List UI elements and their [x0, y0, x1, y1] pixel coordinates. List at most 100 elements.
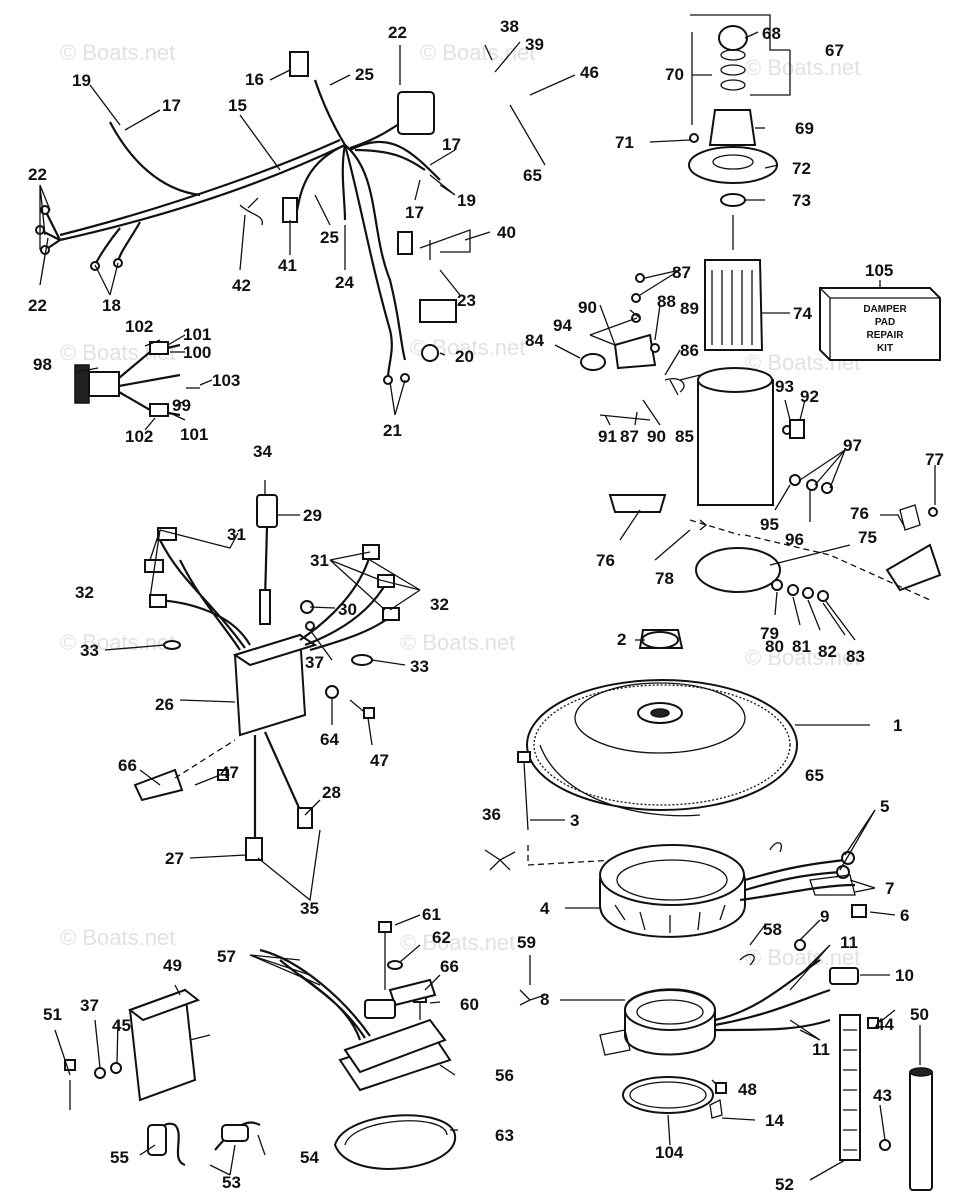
terminal-block	[839, 1014, 933, 1191]
watermark: © Boats.net	[60, 40, 175, 65]
callout-label: 94	[553, 316, 572, 335]
callout-label: 44	[875, 1015, 894, 1034]
callout-label: 105	[865, 261, 893, 280]
callout-label: 27	[165, 849, 184, 868]
callout-label: 22	[28, 296, 47, 315]
callout-label: 16	[245, 70, 264, 89]
callout-label: 93	[775, 377, 794, 396]
callout-label: 92	[800, 387, 819, 406]
timer-base-assembly	[519, 939, 859, 1119]
callout-label: 56	[495, 1066, 514, 1085]
callout-label: 25	[355, 65, 374, 84]
callout-label: 5	[880, 797, 889, 816]
kit-box-line: DAMPER	[863, 304, 907, 315]
flywheel-assembly	[526, 629, 798, 817]
ignition-coil	[64, 988, 261, 1167]
callout-label: 60	[460, 995, 479, 1014]
callout-label: 62	[432, 928, 451, 947]
callout-label: 71	[615, 133, 634, 152]
callout-label: 47	[370, 751, 389, 770]
callout-label: 73	[792, 191, 811, 210]
callout-label: 84	[525, 331, 544, 350]
callout-label: 38	[500, 17, 519, 36]
callout-label: 36	[482, 805, 501, 824]
callout-label: 78	[655, 569, 674, 588]
callout-label: 67	[825, 41, 844, 60]
callout-label: 66	[118, 756, 137, 775]
callout-label: 10	[895, 966, 914, 985]
callout-label: 100	[183, 343, 211, 362]
callout-label: 79	[760, 624, 779, 643]
callout-label: 39	[525, 35, 544, 54]
callout-label: 68	[762, 24, 781, 43]
watermark: © Boats.net	[60, 925, 175, 950]
callout-label: 15	[228, 96, 247, 115]
callout-label: 81	[792, 637, 811, 656]
callout-label: 83	[846, 647, 865, 666]
callout-label: 22	[388, 23, 407, 42]
leader-lines	[39, 14, 936, 1181]
watermark: © Boats.net	[745, 55, 860, 80]
stator-assembly	[484, 751, 867, 938]
callout-label: 34	[253, 442, 272, 461]
callout-label: 85	[675, 427, 694, 446]
callout-label: 41	[278, 256, 297, 275]
callout-label: 46	[580, 63, 599, 82]
switch-box	[259, 921, 457, 1170]
callout-label: 86	[680, 341, 699, 360]
callout-label: 66	[440, 957, 459, 976]
callout-label: 102	[125, 427, 153, 446]
starter-motor-assembly	[580, 25, 942, 602]
watermark: © Boats.net	[420, 40, 535, 65]
callout-label: 33	[80, 641, 99, 660]
callout-label: 49	[163, 956, 182, 975]
callout-label: 24	[335, 273, 354, 292]
callout-label: 32	[430, 595, 449, 614]
callout-label: 31	[227, 525, 246, 544]
callout-label: 54	[300, 1148, 319, 1167]
callout-label: 53	[222, 1173, 241, 1192]
callout-label: 64	[320, 730, 339, 749]
callout-label: 20	[455, 347, 474, 366]
callout-label: 55	[110, 1148, 129, 1167]
callout-label: 80	[765, 637, 784, 656]
callout-label: 58	[763, 920, 782, 939]
callout-label: 18	[102, 296, 121, 315]
callout-label: 9	[820, 907, 829, 926]
callout-label: 76	[850, 504, 869, 523]
callout-label: 45	[112, 1016, 131, 1035]
watermark: © Boats.net	[400, 930, 515, 955]
callout-label: 42	[232, 276, 251, 295]
callout-label: 19	[72, 71, 91, 90]
callout-label: 87	[672, 263, 691, 282]
callout-label: 40	[497, 223, 516, 242]
callout-label: 57	[217, 947, 236, 966]
damper-pad-repair-kit: DAMPER PAD REPAIR KIT	[819, 287, 941, 361]
callout-label: 31	[310, 551, 329, 570]
watermark: © Boats.net	[745, 645, 860, 670]
callout-label: 28	[322, 783, 341, 802]
callout-label: 22	[28, 165, 47, 184]
callout-label: 75	[858, 528, 877, 547]
kit-box-line: REPAIR	[866, 330, 904, 341]
callout-label: 17	[442, 135, 461, 154]
callout-label: 59	[517, 933, 536, 952]
callout-label: 1	[893, 716, 902, 735]
callout-label: 65	[523, 166, 542, 185]
callout-label: 11	[840, 933, 858, 952]
callout-label: 47	[220, 763, 239, 782]
callout-label: 70	[665, 65, 684, 84]
callout-label: 21	[383, 421, 402, 440]
callout-label: 50	[910, 1005, 929, 1024]
callout-label: 69	[795, 119, 814, 138]
callout-label: 11	[812, 1040, 830, 1059]
kit-box-line: PAD	[875, 317, 895, 328]
callout-label: 3	[570, 811, 579, 830]
callout-label: 6	[900, 906, 909, 925]
callout-label: 76	[596, 551, 615, 570]
callout-label: 29	[303, 506, 322, 525]
callout-label: 37	[80, 996, 99, 1015]
kit-box-line: KIT	[877, 343, 893, 354]
watermark: © Boats.net	[400, 630, 515, 655]
